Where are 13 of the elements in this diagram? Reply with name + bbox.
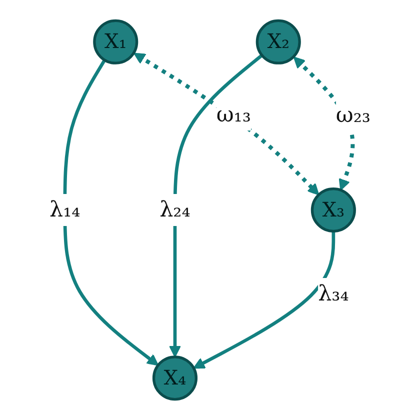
arrow [63, 59, 159, 366]
edge-label: λ₃₄ [318, 280, 349, 306]
arrow [193, 231, 336, 369]
node-circle: X₁ [93, 19, 138, 64]
node-circle: X₂ [256, 19, 301, 64]
node-circle: X₄ [152, 356, 198, 401]
edge-label: λ₂₄ [160, 196, 190, 222]
arrow [134, 52, 320, 196]
edge-label: λ₁₄ [50, 196, 80, 222]
edge-label: ω₁₃ [216, 101, 251, 127]
edge-label: ω₂₃ [336, 102, 370, 128]
arrow [169, 54, 263, 358]
node-circle: X₃ [310, 187, 356, 233]
